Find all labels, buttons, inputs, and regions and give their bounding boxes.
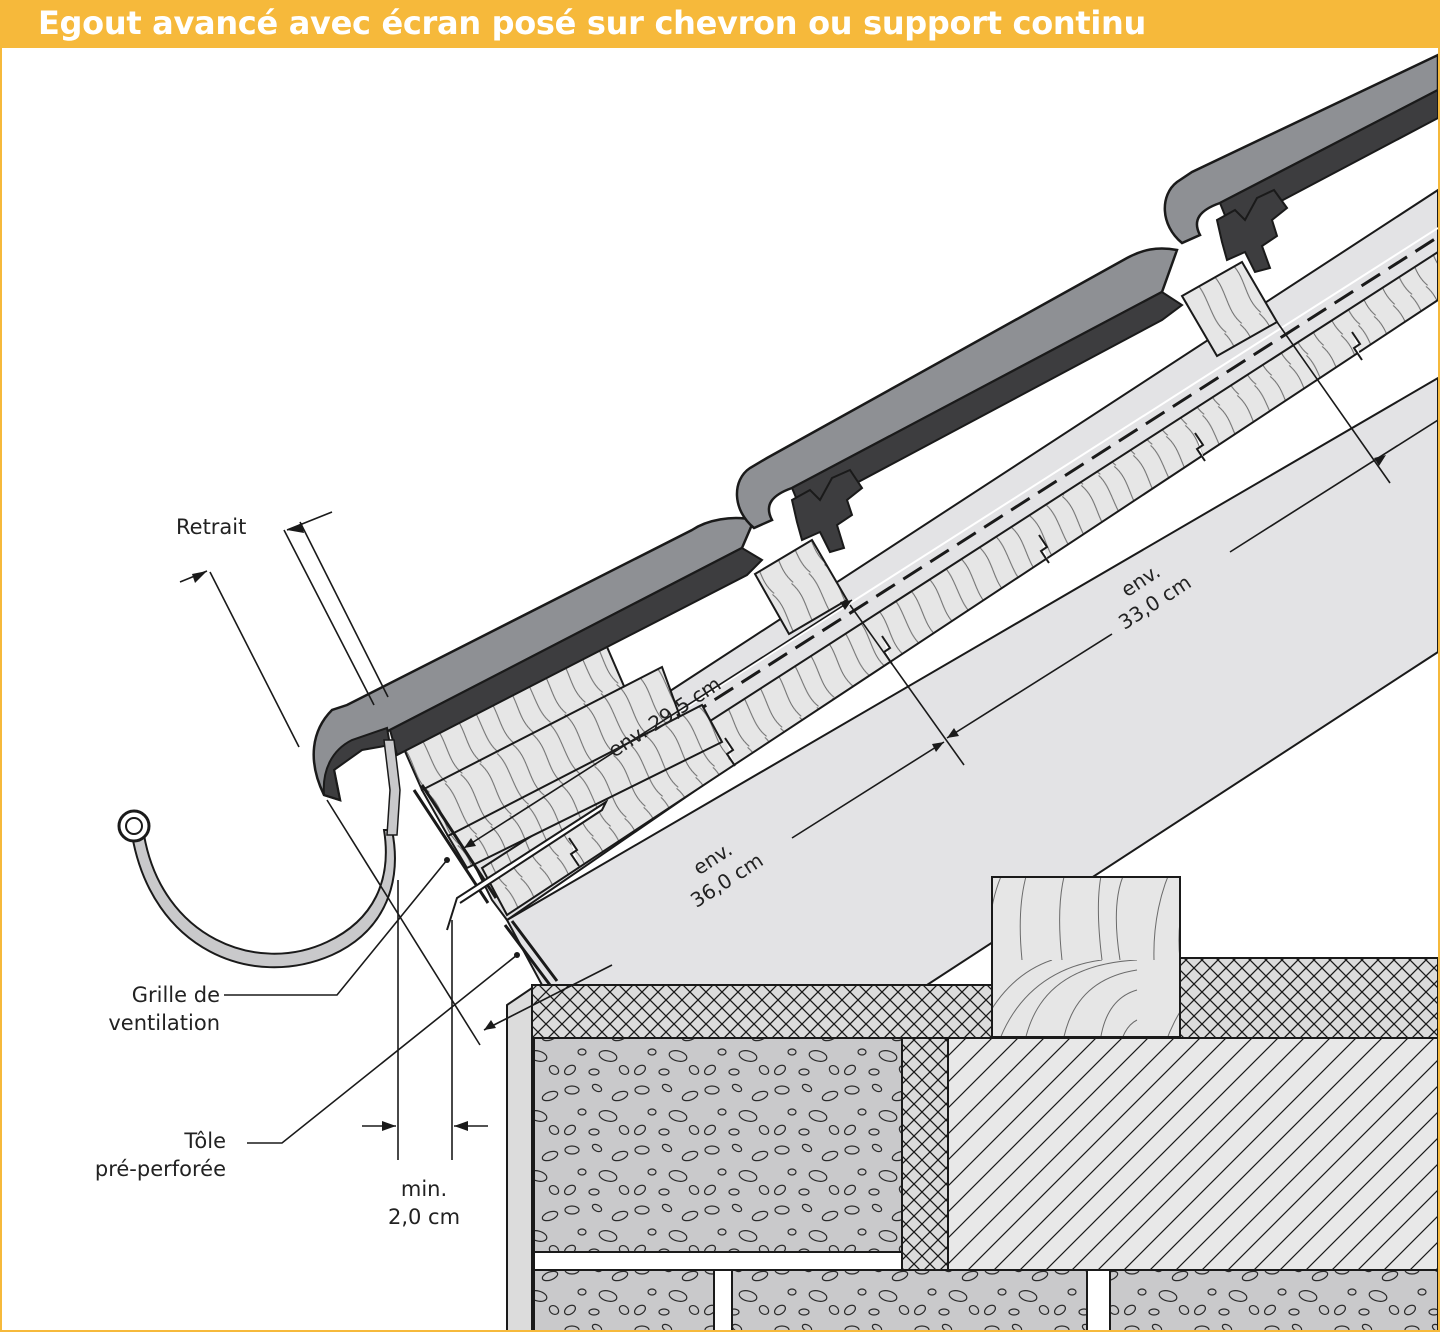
gutter [130, 829, 396, 969]
masonry-block-lower-1 [533, 1269, 715, 1330]
wall-plate-hatched [531, 984, 993, 1039]
masonry-block-lower-2 [731, 1269, 1088, 1330]
page-title: Egout avancé avec écran posé sur chevron… [38, 4, 1146, 42]
title-bar: Egout avancé avec écran posé sur chevron… [2, 0, 1438, 48]
label-min-2: 2,0 cm [388, 1205, 460, 1229]
label-retrait: Retrait [176, 515, 246, 539]
tile-clip-1 [790, 468, 864, 554]
ventilation-comb [412, 784, 498, 904]
wall-plate-hatched-right [1179, 957, 1438, 1039]
tile-eave-nose [322, 726, 392, 802]
insulation-strip [901, 1037, 949, 1271]
masonry-block-lower-3 [1109, 1269, 1438, 1330]
concrete-ring-beam [947, 1037, 1438, 1271]
wall-render [506, 986, 533, 1330]
roof-eave-diagram: Retrait Grille de ventilation Tôle pré-p… [95, 53, 1438, 1330]
tile-clip-2 [1215, 188, 1289, 274]
counter-batten [480, 250, 1438, 917]
wall-beam [991, 876, 1181, 1038]
drip-edge [446, 799, 609, 931]
dimension-arrows [192, 455, 1386, 1131]
eave-board-3 [446, 703, 724, 870]
tile-batten-1 [753, 538, 849, 636]
label-tole-2: pré-perforée [95, 1157, 226, 1181]
tile-upper [1163, 53, 1438, 245]
label-grille-2: ventilation [108, 1011, 220, 1035]
rafter [505, 376, 1438, 986]
masonry-block [533, 1037, 903, 1253]
dimension-lines [179, 321, 1438, 1160]
perforated-sheet [503, 920, 559, 986]
gutter-hook [383, 739, 401, 836]
label-min-1: min. [401, 1177, 447, 1201]
label-tole-1: Tôle [183, 1129, 226, 1153]
label-grille-1: Grille de [132, 983, 220, 1007]
